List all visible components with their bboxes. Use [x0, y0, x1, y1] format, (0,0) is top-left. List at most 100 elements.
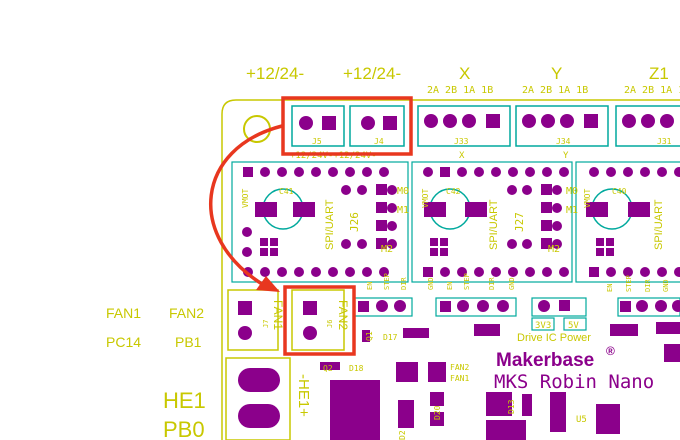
header-pad [423, 167, 433, 177]
driver-socket-1 [231, 161, 409, 283]
label-gnd-2: GND [508, 277, 516, 290]
header-pad [559, 167, 569, 177]
j6-pin1 [303, 301, 317, 315]
label-dir-2: DIR [488, 277, 496, 290]
label-u5: U5 [576, 415, 587, 425]
x-under-label: X [459, 151, 465, 161]
highlight-box-fan2 [283, 285, 356, 356]
label-3v3: 3V3 [535, 321, 551, 331]
j4-pin1 [361, 116, 375, 130]
connector-j31-body [615, 105, 680, 147]
j5-pin1 [299, 116, 313, 130]
y-pin-labels: 2A 2B 1A 1B [522, 85, 588, 96]
connector-j34-body [515, 105, 609, 147]
header-pad [440, 167, 450, 177]
label-c42: C42 [446, 187, 461, 196]
header-pad [311, 267, 321, 277]
driver-sockets [231, 161, 680, 283]
label-j5: J5 [312, 137, 322, 146]
c40-pad2 [628, 202, 650, 217]
header-pad [379, 267, 389, 277]
side-label-he1: HE1 [163, 388, 206, 413]
label-m1-2: M1 [566, 205, 578, 216]
j31-pin3 [660, 114, 674, 128]
label-q1: Q1 [365, 331, 374, 341]
vmot-label-3: VMOT [583, 189, 592, 208]
header-pad [508, 167, 518, 177]
j34-pin2 [541, 114, 555, 128]
fan-connector-j7-silk [227, 289, 279, 351]
header-pad [508, 267, 518, 277]
label-fan1-vertical: FAN1 [271, 300, 285, 330]
header-pad [379, 167, 389, 177]
header-pad [345, 167, 355, 177]
label-gnd-3: GND [662, 279, 670, 292]
connector-j5-body [291, 105, 345, 147]
jumper-block-1 [341, 184, 397, 249]
label-m0-1: M0 [397, 186, 409, 197]
j31-pin1 [622, 114, 636, 128]
j33-pin2 [443, 114, 457, 128]
brand-model: MKS Robin Nano [494, 371, 654, 393]
label-gnd-1: GND [427, 277, 435, 290]
label-j7: J7 [262, 320, 270, 328]
label-5v: 5V [568, 321, 579, 331]
label-dir-3: DIR [644, 279, 652, 292]
header-pad [559, 267, 569, 277]
label-en-2: EN [446, 282, 454, 290]
header-pad [260, 267, 270, 277]
label-he1-vertical: -HE1+ [295, 374, 312, 417]
label-c40: C40 [612, 187, 627, 196]
driver-pad-row-bottom [243, 267, 680, 277]
side-label-fan2: FAN2 [169, 305, 204, 321]
j33-pin3 [462, 114, 476, 128]
label-dir-1: DIR [400, 277, 408, 290]
header-pad [243, 167, 253, 177]
label-j26: J26 [348, 212, 361, 232]
j7-pin2 [238, 326, 252, 340]
label-step-3: STEP [625, 275, 633, 292]
label-m2-2: M2 [548, 244, 560, 255]
header-pad [345, 267, 355, 277]
header-pad [606, 167, 616, 177]
side-label-pc14: PC14 [106, 334, 141, 350]
header-pad [328, 167, 338, 177]
header-pad [362, 267, 372, 277]
c40-pad1 [586, 202, 608, 217]
label-step-2: STEP [463, 273, 471, 290]
small-jumper-pads [242, 227, 614, 257]
header-pad [657, 267, 667, 277]
header-pad [657, 167, 667, 177]
driver-socket-3 [575, 161, 680, 283]
header-pad [311, 167, 321, 177]
header-pad [491, 267, 501, 277]
label-fan2-small: FAN2 [450, 363, 469, 372]
label-j6: J6 [326, 320, 334, 328]
connector-j33-body [417, 105, 511, 147]
header-pad [362, 167, 372, 177]
header-pad [294, 267, 304, 277]
header-pad [457, 267, 467, 277]
label-j33: J33 [454, 137, 469, 146]
smd-components [320, 322, 680, 440]
header-pad [640, 167, 650, 177]
label-m0-2: M0 [566, 186, 578, 197]
brand-makerbase: Makerbase [496, 350, 594, 371]
header-pad [623, 167, 633, 177]
jumper-block-2 [507, 184, 562, 249]
header-pad [260, 167, 270, 177]
header-pad [606, 267, 616, 277]
j33-pin1 [424, 114, 438, 128]
j34-pin3 [560, 114, 574, 128]
y-under-label: Y [563, 151, 569, 161]
he1-connector-silk [225, 357, 291, 440]
highlight-box-power-input [281, 96, 413, 156]
label-drive-ic-power: Drive IC Power [517, 332, 591, 344]
header-pad [674, 267, 680, 277]
c42-pad1 [424, 202, 446, 217]
header-pad [328, 267, 338, 277]
j5-pin2 [322, 116, 336, 130]
j31-pin2 [641, 114, 655, 128]
